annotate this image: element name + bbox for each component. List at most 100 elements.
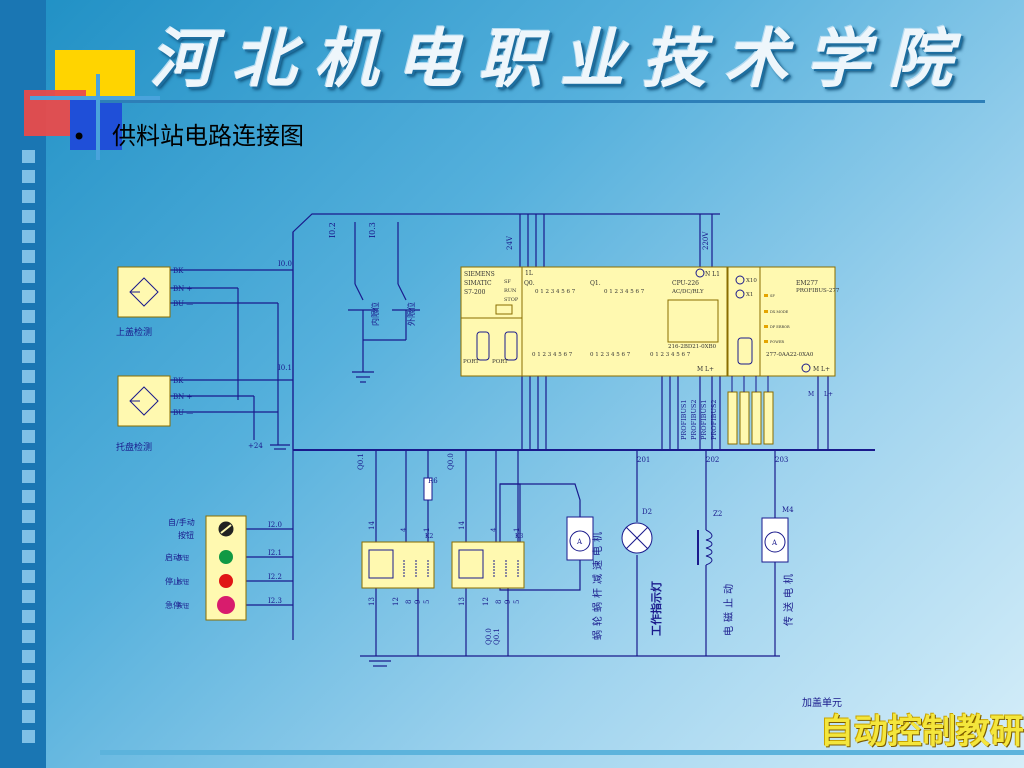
bottom-bar bbox=[100, 750, 1024, 755]
resistor-label: R6 bbox=[428, 477, 438, 485]
panel-input-i22: I2.2 bbox=[268, 573, 282, 581]
college-title: 河北机电职业技术学院 bbox=[150, 22, 970, 97]
plc-nl1: N L1 bbox=[705, 271, 720, 278]
em277-ml: M L+ bbox=[813, 366, 830, 373]
relay-output-q00: Q0.0 bbox=[447, 453, 455, 470]
panel-label-start: 启动 bbox=[165, 552, 181, 562]
k2-pin-8: 8 bbox=[405, 600, 413, 604]
unit-caption: 加盖单元 bbox=[802, 696, 842, 709]
lamp-name: D2 bbox=[642, 508, 652, 516]
plc-brand-siemens: SIEMENS bbox=[464, 271, 495, 278]
panel-label-auto: 自/手动 bbox=[168, 517, 195, 527]
em277-title: EM277 bbox=[796, 280, 818, 287]
profibus-label-2: PROFIBUS2 bbox=[690, 399, 698, 440]
plc-bits-q1: 0 1 2 3 4 5 6 7 bbox=[604, 289, 645, 295]
stop-button-lamp bbox=[219, 574, 233, 588]
relay-output-q01: Q0.1 bbox=[357, 453, 365, 470]
corner-logo-squares bbox=[24, 50, 160, 160]
bullet-icon: • bbox=[72, 123, 87, 151]
decor-square bbox=[22, 450, 35, 463]
k3-pin-4: 4 bbox=[490, 527, 498, 532]
em277-led-power: POWER bbox=[770, 340, 784, 344]
plc-status-stop: STOP bbox=[504, 297, 519, 303]
decor-square bbox=[22, 350, 35, 363]
profibus-label-1: PROFIBUS1 bbox=[680, 399, 688, 440]
decor-square bbox=[22, 310, 35, 323]
plc-status-sf: SF bbox=[504, 279, 511, 285]
plc-status-run: RUN bbox=[504, 288, 517, 294]
relay-k2-label: K2 bbox=[425, 533, 433, 540]
relay-k3 bbox=[451, 541, 525, 589]
motor2-output: 203 bbox=[775, 456, 788, 464]
em277-part-number: 277-0AA22-0XA0 bbox=[766, 352, 814, 358]
k2-pin-14: 14 bbox=[368, 521, 376, 530]
k3-pin-5: 5 bbox=[513, 600, 521, 604]
bottom-sensor-caption: 托盘检测 bbox=[116, 441, 152, 453]
profibus-label-3: PROFIBUS1 bbox=[700, 399, 708, 440]
limit-input-i02: I0.2 bbox=[328, 222, 337, 238]
em277-subtitle: PROFIBUS-277 bbox=[796, 288, 840, 294]
decor-square bbox=[22, 650, 35, 663]
conveyor-motor bbox=[761, 517, 789, 563]
decor-square bbox=[22, 630, 35, 643]
plc-bits-q0: 0 1 2 3 4 5 6 7 bbox=[535, 289, 576, 295]
em277-led-dp: DP ERROR bbox=[770, 325, 790, 329]
resistor-r6 bbox=[423, 477, 433, 501]
decor-square bbox=[22, 610, 35, 623]
panel-input-i21: I2.1 bbox=[268, 549, 282, 557]
limit-input-i03: I0.3 bbox=[368, 222, 377, 238]
button-panel bbox=[205, 515, 247, 621]
decor-square bbox=[22, 570, 35, 583]
k2-pin-9: 9 bbox=[414, 600, 422, 604]
panel-input-i20: I2.0 bbox=[268, 521, 282, 529]
decor-square bbox=[22, 430, 35, 443]
top-sensor-input: I0.0 bbox=[278, 260, 292, 268]
lamp-output: 201 bbox=[637, 456, 650, 464]
plc-port1: PORT bbox=[492, 359, 508, 365]
solenoid-output: 202 bbox=[706, 456, 719, 464]
panel-label-stop: 停止 bbox=[165, 576, 181, 586]
top-proximity-sensor bbox=[117, 266, 171, 318]
plc-bits-i0: 0 1 2 3 4 5 6 7 bbox=[532, 352, 573, 358]
panel-label-estop: 急停 bbox=[165, 600, 181, 610]
em277-x10: X10 bbox=[746, 278, 757, 284]
lamp-label: 工作指示灯 bbox=[649, 581, 663, 636]
k3-pin-1: 1 bbox=[513, 528, 521, 532]
panel-sub-auto: 按钮 bbox=[178, 530, 194, 540]
solenoid-label: 电磁止动 bbox=[722, 580, 735, 636]
top-sensor-caption: 上盖检测 bbox=[116, 326, 152, 338]
sensor-supply-label: +24 bbox=[248, 442, 263, 450]
decor-square bbox=[22, 710, 35, 723]
decor-square bbox=[22, 330, 35, 343]
decor-square bbox=[22, 250, 35, 263]
decor-square bbox=[22, 270, 35, 283]
plc-bits-i1: 0 1 2 3 4 5 6 7 bbox=[590, 352, 631, 358]
motor1-label: 蜗轮蜗杆减速电机 bbox=[591, 528, 604, 640]
k3-pin-13: 13 bbox=[458, 597, 466, 606]
top-sensor-bk: BK bbox=[173, 267, 184, 275]
estop-button-lamp bbox=[217, 596, 235, 614]
decor-square bbox=[22, 230, 35, 243]
bus-lplus-label: L+ bbox=[824, 391, 833, 398]
motor2-name: M4 bbox=[782, 506, 794, 514]
bottom-sensor-bn: BN + bbox=[173, 393, 192, 401]
decor-square bbox=[22, 470, 35, 483]
bottom-proximity-sensor bbox=[117, 375, 171, 427]
voltage-24-label: 24V bbox=[506, 235, 514, 250]
title-divider bbox=[100, 100, 985, 103]
bus-m-label: M bbox=[808, 391, 814, 398]
slide-title: 供料站电路连接图 bbox=[112, 122, 304, 150]
k3-pin-9: 9 bbox=[504, 600, 512, 604]
decor-square bbox=[22, 730, 35, 743]
relay-k2 bbox=[361, 541, 435, 589]
plc-brand-simatic: SIMATIC bbox=[464, 280, 492, 287]
bottom-sensor-bk: BK bbox=[173, 377, 184, 385]
k2-pin-1: 1 bbox=[423, 528, 431, 532]
profibus-connectors bbox=[727, 376, 774, 445]
inner-limit-label: 内限位 bbox=[370, 302, 380, 326]
k3-pin-12: 12 bbox=[482, 597, 490, 606]
decor-square bbox=[22, 690, 35, 703]
voltage-220-label: 220V bbox=[702, 231, 710, 250]
decor-square bbox=[22, 490, 35, 503]
decor-square bbox=[22, 390, 35, 403]
